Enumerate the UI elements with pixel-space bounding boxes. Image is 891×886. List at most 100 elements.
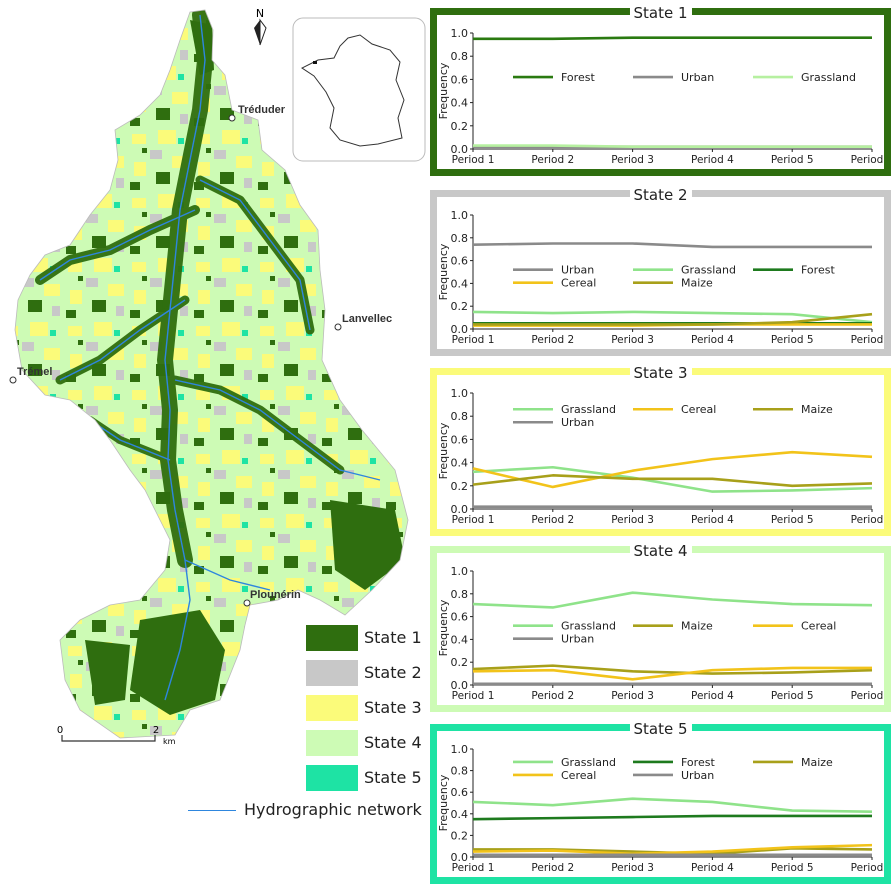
legend-line-hydro [188,810,236,811]
x-tick-label: Period 6 [851,514,884,526]
scale-bar: 0 2 km [57,725,176,746]
y-tick-label: 0.2 [451,120,469,133]
y-tick-label: 0.4 [451,633,469,646]
x-tick-label: Period 4 [691,334,734,346]
x-tick-label: Period 3 [611,690,654,702]
place-lanvellec: Lanvellec [342,313,392,325]
legend-label-forest: Forest [801,264,835,277]
y-tick-label: 0.6 [451,255,469,268]
legend-label-grassland: Grassland [681,264,736,277]
y-tick-label: 1.0 [451,209,469,222]
x-tick-label: Period 1 [452,154,495,166]
legend-swatch-state-1 [306,625,358,651]
y-axis-label: Frequency [437,62,450,119]
x-tick-label: Period 3 [611,334,654,346]
series-line-forest [472,814,872,821]
y-tick-label: 0.8 [451,50,469,63]
series-line-grassland [472,797,873,813]
legend-label-grassland: Grassland [561,620,616,633]
y-tick-label: 0.6 [451,433,469,446]
series-line-maize [472,474,873,488]
legend-label-urban: Urban [681,71,714,84]
x-tick-label: Period 5 [771,334,814,346]
series-line-cereal [472,843,873,856]
x-tick-label: Period 4 [691,514,734,526]
series-line-urban [472,242,872,249]
series-line-grassland [472,310,873,324]
series-line-forest [473,36,872,41]
legend-label-maize: Maize [801,403,833,416]
x-tick-label: Period 5 [771,154,814,166]
series-line-cereal [472,666,872,681]
legend-label-grassland: Grassland [561,756,616,769]
x-tick-label: Period 2 [531,514,574,526]
x-tick-label: Period 4 [691,690,734,702]
legend-swatch-state-4 [306,730,358,756]
north-arrow-icon: N [254,7,267,46]
x-tick-label: Period 1 [452,690,495,702]
legend-label-state-2: State 2 [364,663,422,682]
legend-swatch-state-2 [306,660,358,686]
y-tick-label: 0.8 [451,765,469,778]
x-tick-label: Period 6 [851,862,884,874]
y-tick-label: 1.0 [451,27,469,40]
legend-label-state-5: State 5 [364,768,422,787]
y-axis-label: Frequency [437,774,450,831]
legend-label-hydro: Hydrographic network [244,800,422,819]
legend-label-urban: Urban [681,769,714,782]
x-tick-label: Period 6 [851,334,884,346]
y-tick-label: 0.2 [451,480,469,493]
x-tick-label: Period 3 [611,862,654,874]
scale-start: 0 [57,725,63,736]
x-tick-label: Period 4 [691,862,734,874]
y-axis-label: Frequency [437,243,450,300]
legend-label-grassland: Grassland [801,71,856,84]
y-tick-label: 0.4 [451,808,469,821]
france-inset [292,17,426,162]
place-tremel: Trémel [17,366,52,378]
y-tick-label: 0.0 [451,503,469,516]
x-tick-label: Period 1 [452,334,495,346]
legend-label-cereal: Cereal [681,403,716,416]
y-tick-label: 0.8 [451,588,469,601]
y-tick-label: 0.4 [451,457,469,470]
y-tick-label: 0.2 [451,656,469,669]
y-tick-label: 0.0 [451,143,469,156]
north-label: N [256,7,264,20]
legend-label-urban: Urban [561,264,594,277]
x-tick-label: Period 5 [771,514,814,526]
series-line-maize [472,664,873,675]
x-tick-label: Period 3 [611,514,654,526]
y-tick-label: 0.6 [451,786,469,799]
legend-label-forest: Forest [561,71,595,84]
y-tick-label: 0.2 [451,829,469,842]
legend-swatch-state-3 [306,695,358,721]
y-axis-label: Frequency [437,599,450,656]
place-treduder: Tréduder [238,104,286,116]
series-line-cereal [472,450,873,489]
y-tick-label: 0.2 [451,300,469,313]
chart-title-3: State 3 [629,365,692,381]
x-tick-label: Period 3 [611,154,654,166]
land-use-map: N Tréduder Lanvellec Trémel Plounérin 0 … [9,7,426,746]
y-tick-label: 1.0 [451,743,469,756]
chart-title-1: State 1 [629,5,692,21]
x-tick-label: Period 5 [771,862,814,874]
x-tick-label: Period 4 [691,154,734,166]
legend-label-grassland: Grassland [561,403,616,416]
series-line-grassland [472,465,873,493]
series-line-maize [473,312,873,326]
scale-unit: km [163,737,176,746]
scale-end: 2 [153,725,159,736]
y-tick-label: 0.6 [451,73,469,86]
chart-axes [472,33,872,150]
chart-title-2: State 2 [629,187,692,203]
x-tick-label: Period 2 [531,690,574,702]
